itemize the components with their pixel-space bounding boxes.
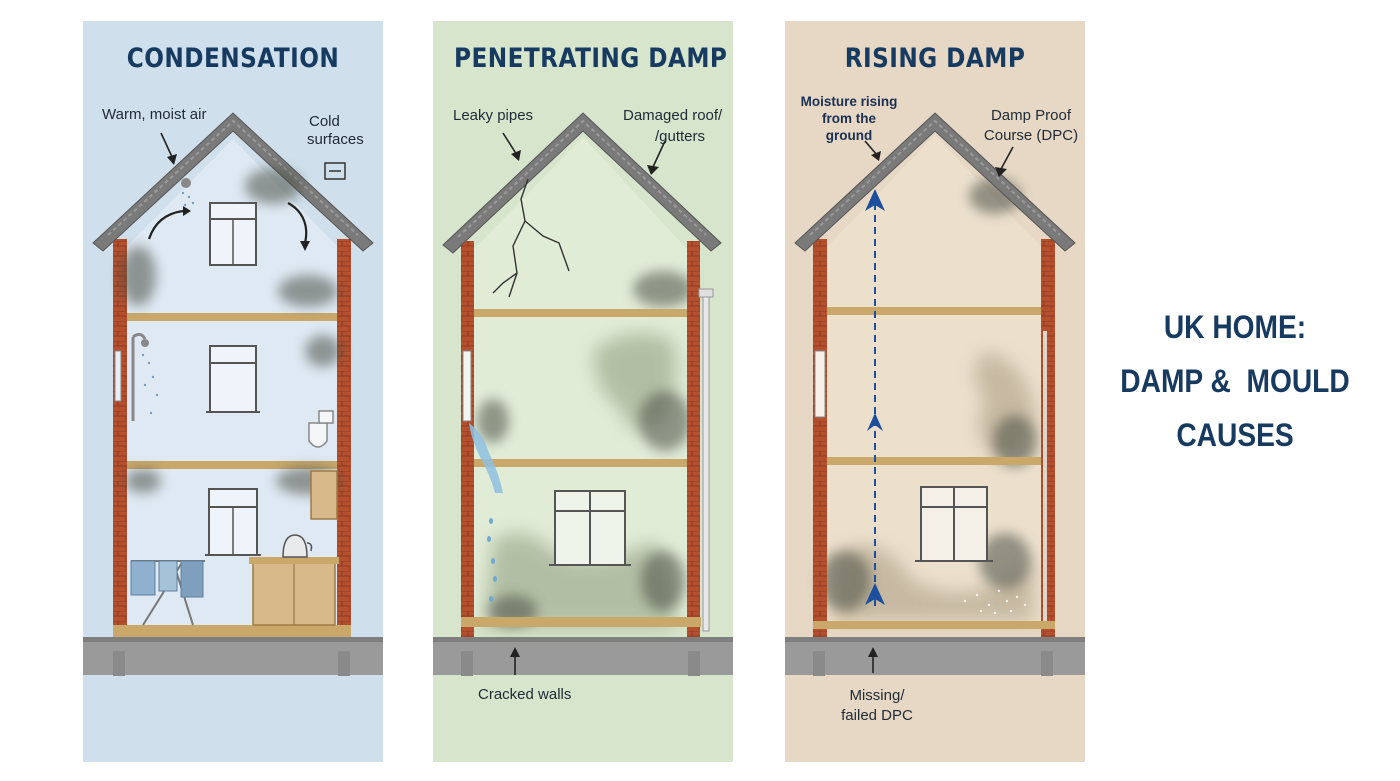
main-title-line1: UK HOME: [1163, 309, 1307, 345]
main-title-line2: DAMP & MOULD [1120, 363, 1350, 399]
leaky-pipes-label: Leaky pipes [453, 107, 534, 124]
cracked-walls-label: Cracked walls [478, 686, 572, 703]
salt-deposits [963, 589, 1027, 615]
penetrating-damp-house-illustration [433, 21, 733, 762]
penetrating-damp-title: PENETRATING DAMP [454, 43, 728, 74]
moisture-rising-label-line1: Moisture rising [800, 94, 898, 109]
failed-dpc-label-line1: Missing/ [849, 687, 905, 704]
cold-surfaces-label-line1: Cold [309, 113, 340, 130]
moisture-rising-label-line3: ground [825, 128, 873, 143]
damaged-roof-label-line1: Damaged roof/ [623, 107, 723, 124]
warm-moist-air-label: Warm, moist air [102, 106, 207, 123]
condensation-panel: CONDENSATION Warm, moist air Cold surfac… [83, 21, 383, 762]
penetrating-damp-panel: PENETRATING DAMP Leaky pipes Damaged roo… [433, 21, 733, 762]
dpc-label-line1: Damp Proof [990, 107, 1072, 124]
cold-surfaces-label-line2: surfaces [307, 131, 364, 148]
main-title-line3: CAUSES [1176, 417, 1294, 453]
rising-damp-panel: RISING DAMP Moisture rising from the gro… [785, 21, 1085, 762]
dpc-label-line2: Course (DPC) [983, 127, 1079, 144]
moisture-rising-label-line2: from the [822, 111, 876, 126]
condensation-house-illustration [83, 21, 383, 762]
main-title: UK HOME: DAMP & MOULD CAUSES [1112, 300, 1358, 462]
rising-damp-house-illustration [785, 21, 1085, 762]
condensation-title: CONDENSATION [126, 43, 340, 74]
damaged-roof-label-line2: /gutters [655, 128, 706, 145]
rising-damp-title: RISING DAMP [844, 43, 1026, 74]
failed-dpc-label-line2: failed DPC [841, 707, 913, 724]
